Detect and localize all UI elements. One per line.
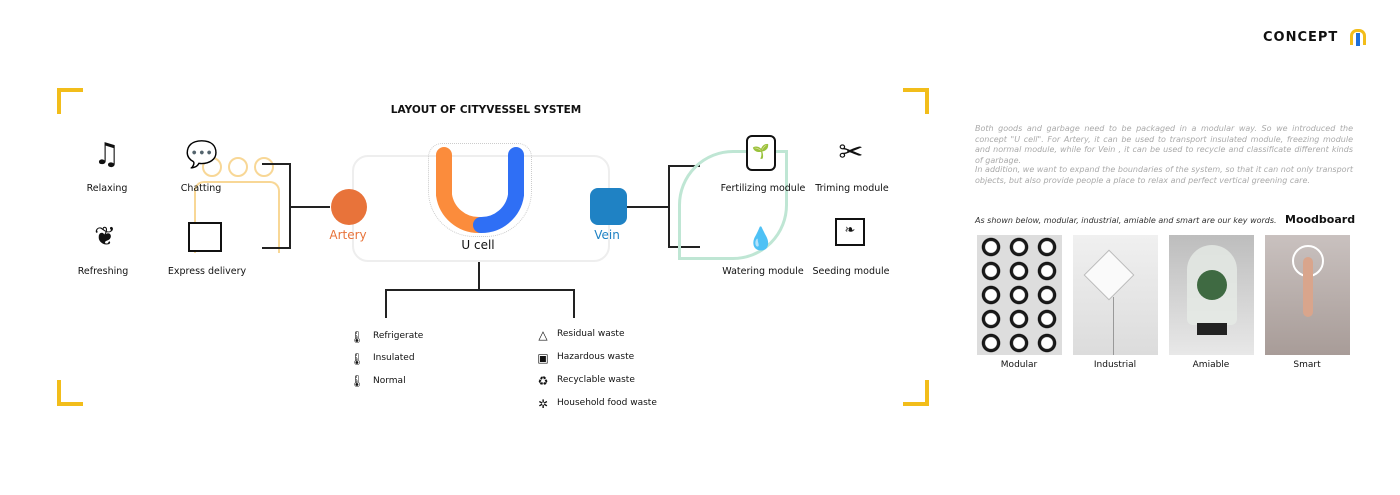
brand-logo-icon (1350, 29, 1366, 46)
thermometer-sun-icon: 🌡 (349, 352, 365, 366)
chat-bubbles-icon: 💬 (185, 140, 219, 170)
connector-line (290, 206, 330, 208)
seed-tray-icon: ❧ (835, 218, 865, 246)
vein-label: Vein (594, 228, 620, 242)
list-item-normal: Normal (373, 376, 406, 386)
water-drops-icon: 💧 (747, 227, 775, 252)
connector-line (385, 289, 387, 318)
people-outline-icon (192, 155, 282, 255)
item-chatting: Chatting (180, 183, 222, 194)
connector-line (573, 289, 575, 318)
ucell-icon (436, 147, 524, 234)
moodboard-image-smart (1265, 235, 1350, 355)
artery-label: Artery (329, 228, 367, 242)
list-item-residual-waste: Residual waste (557, 329, 625, 339)
scissors-icon: ✂ (838, 135, 864, 170)
connector-line (668, 165, 670, 248)
brand-title: CONCEPT (1263, 30, 1339, 45)
moodboard-image-modular (977, 235, 1062, 355)
list-item-hazardous-waste: Hazardous waste (557, 352, 635, 362)
item-triming-module: Triming module (815, 183, 889, 194)
hazard-icon: ▣ (537, 351, 549, 365)
connector-line (262, 247, 290, 249)
list-item-recyclable-waste: Recyclable waste (557, 375, 635, 385)
package-box-icon (188, 222, 222, 252)
connector-line (668, 165, 700, 167)
artery-node[interactable] (331, 189, 367, 225)
thermometer-snow-icon: 🌡 (349, 330, 365, 344)
moodboard-label: Amiable (1192, 360, 1230, 370)
moodboard-label: Industrial (1093, 360, 1137, 370)
music-note-icon: ♫ (93, 137, 121, 172)
intro-paragraph-2: In addition, we want to expand the bound… (975, 165, 1353, 185)
frame-corner (903, 380, 929, 406)
frame-corner (903, 88, 929, 114)
list-item-insulated: Insulated (373, 353, 415, 363)
connector-line (478, 262, 480, 290)
moodboard-label: Smart (1293, 360, 1321, 370)
recycle-triangle-icon: △ (538, 328, 548, 342)
vein-node[interactable] (590, 188, 627, 225)
item-relaxing: Relaxing (86, 183, 128, 194)
leaf-watermark-icon (678, 150, 788, 260)
ucell-outline (428, 143, 532, 237)
item-seeding-module: Seeding module (812, 266, 890, 277)
item-refreshing: Refreshing (77, 266, 129, 277)
list-item-refrigerate: Refrigerate (373, 331, 424, 341)
keywords-text: As shown below, modular, industrial, ami… (975, 216, 1277, 225)
fertilizer-bag-icon: 🌱 (746, 135, 776, 171)
thermometer-icon: 🌡 (349, 374, 365, 388)
connector-line (262, 163, 290, 165)
item-express-delivery: Express delivery (167, 266, 247, 277)
connector-line (627, 206, 669, 208)
frame-corner (57, 88, 83, 114)
intro-paragraph: Both goods and garbage need to be packag… (975, 124, 1353, 165)
frame-corner (57, 380, 83, 406)
food-waste-icon: ✲ (537, 397, 549, 411)
moodboard-image-industrial (1073, 235, 1158, 355)
connector-line (385, 289, 575, 291)
list-item-household-food-waste: Household food waste (557, 398, 657, 408)
moodboard-title: Moodboard (1285, 213, 1356, 226)
item-fertilizing-module: Fertilizing module (720, 183, 806, 194)
ucell-label: U cell (461, 238, 495, 252)
diagram-title: LAYOUT OF CITYVESSEL SYSTEM (390, 104, 582, 116)
recycle-icon: ♻ (537, 374, 549, 388)
leaf-sparkle-icon: ❦ (94, 222, 116, 252)
item-watering-module: Watering module (722, 266, 804, 277)
moodboard-image-amiable (1169, 235, 1254, 355)
moodboard-label: Modular (1000, 360, 1038, 370)
